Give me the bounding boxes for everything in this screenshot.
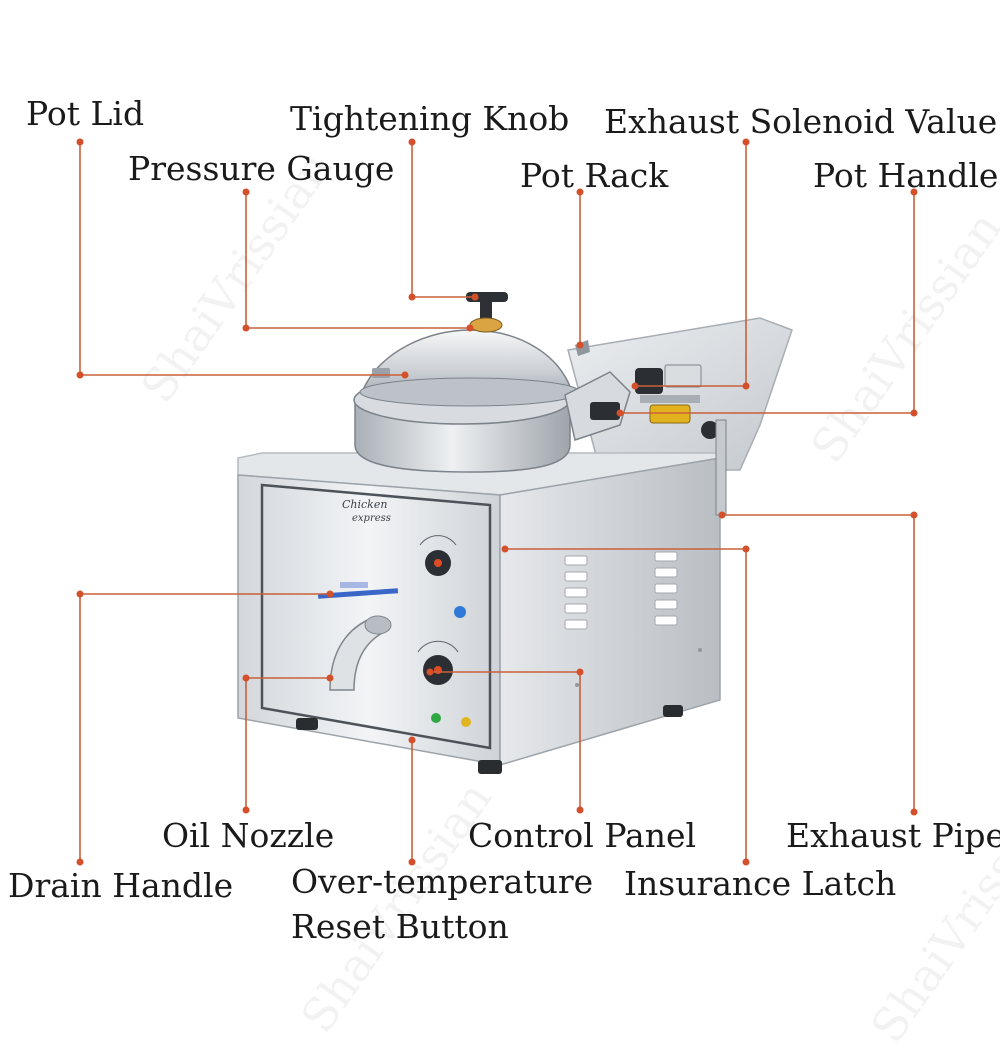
exhaust-pipe-graphic [715, 419, 727, 516]
panel-logo-line2: express [352, 513, 391, 524]
label-pressure-gauge: Pressure Gauge [128, 149, 395, 188]
label-tightening-knob: Tightening Knob [290, 99, 570, 138]
leader-tightening-knob [411, 142, 475, 298]
feet [296, 705, 683, 774]
label-over-temperature-line2: Reset Button [291, 906, 509, 946]
panel-logo-line1: Chicken [342, 498, 387, 511]
diagram-canvas: ShaiVrissian ShaiVrissian ShaiVrissian S… [8, 94, 1000, 1052]
pot-handle-graphic [564, 371, 631, 441]
label-exhaust-pipe: Exhaust Pipe [786, 816, 1000, 855]
leader-exhaust-pipe [722, 514, 915, 812]
leader-dots [76, 138, 918, 866]
solenoid-valve-graphic [635, 364, 719, 439]
label-insurance-latch: Insurance Latch [624, 864, 897, 903]
label-oil-nozzle: Oil Nozzle [162, 816, 335, 855]
pot-lid-graphic [359, 329, 581, 407]
label-control-panel: Control Panel [468, 816, 697, 855]
label-pot-lid: Pot Lid [26, 94, 145, 133]
pressure-fryer-illustration: Chicken express [76, 138, 918, 866]
cabinet-side [499, 457, 721, 767]
leader-pressure-gauge [245, 192, 470, 329]
label-over-temperature-reset-button: Over-temperature Reset Button [291, 860, 593, 949]
drain-handle-graphic [317, 582, 399, 599]
label-pot-handle: Pot Handle [813, 156, 999, 195]
label-drain-handle: Drain Handle [8, 866, 234, 905]
label-pot-rack: Pot Rack [520, 156, 669, 195]
label-exhaust-solenoid-value: Exhaust Solenoid Value [604, 102, 998, 141]
control-panel-graphic [417, 535, 471, 727]
oil-nozzle-graphic [329, 615, 392, 691]
label-over-temperature-line1: Over-temperature [291, 862, 594, 901]
